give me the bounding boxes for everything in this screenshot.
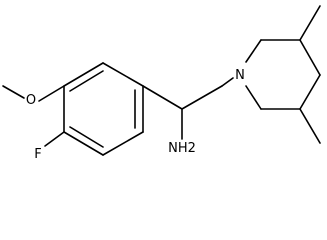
bond-chiral-carbon-ch2 <box>181 85 223 110</box>
pip-bond-4 <box>299 74 321 110</box>
ring-bond-2 <box>102 62 144 87</box>
pip-bond-3 <box>299 39 321 76</box>
bond-ch2-nitrogen <box>221 77 234 87</box>
nitrogen-label: N <box>235 68 245 83</box>
ring-double-bond-3 <box>69 126 104 148</box>
ring-bond-4 <box>102 131 144 156</box>
bond-ring-chiral-carbon <box>142 85 183 110</box>
ring-bond-1 <box>63 62 104 87</box>
pip-bond-1 <box>245 39 262 63</box>
ring-double-bond-1 <box>69 70 104 92</box>
structure-diagram: O N F NH2 <box>2 5 321 162</box>
ring-bond-5 <box>63 131 104 156</box>
bond-ring-fluorine <box>44 131 65 147</box>
bond-methyl-top <box>299 5 321 41</box>
fluorine-label: F <box>34 147 41 162</box>
bond-methyl-oxygen <box>2 85 25 99</box>
pip-bond-6 <box>245 85 262 110</box>
amine-label: NH2 <box>168 141 196 156</box>
bond-oxygen-ring <box>38 85 65 102</box>
bond-methyl-bottom <box>299 108 321 144</box>
oxygen-label: O <box>26 93 36 108</box>
